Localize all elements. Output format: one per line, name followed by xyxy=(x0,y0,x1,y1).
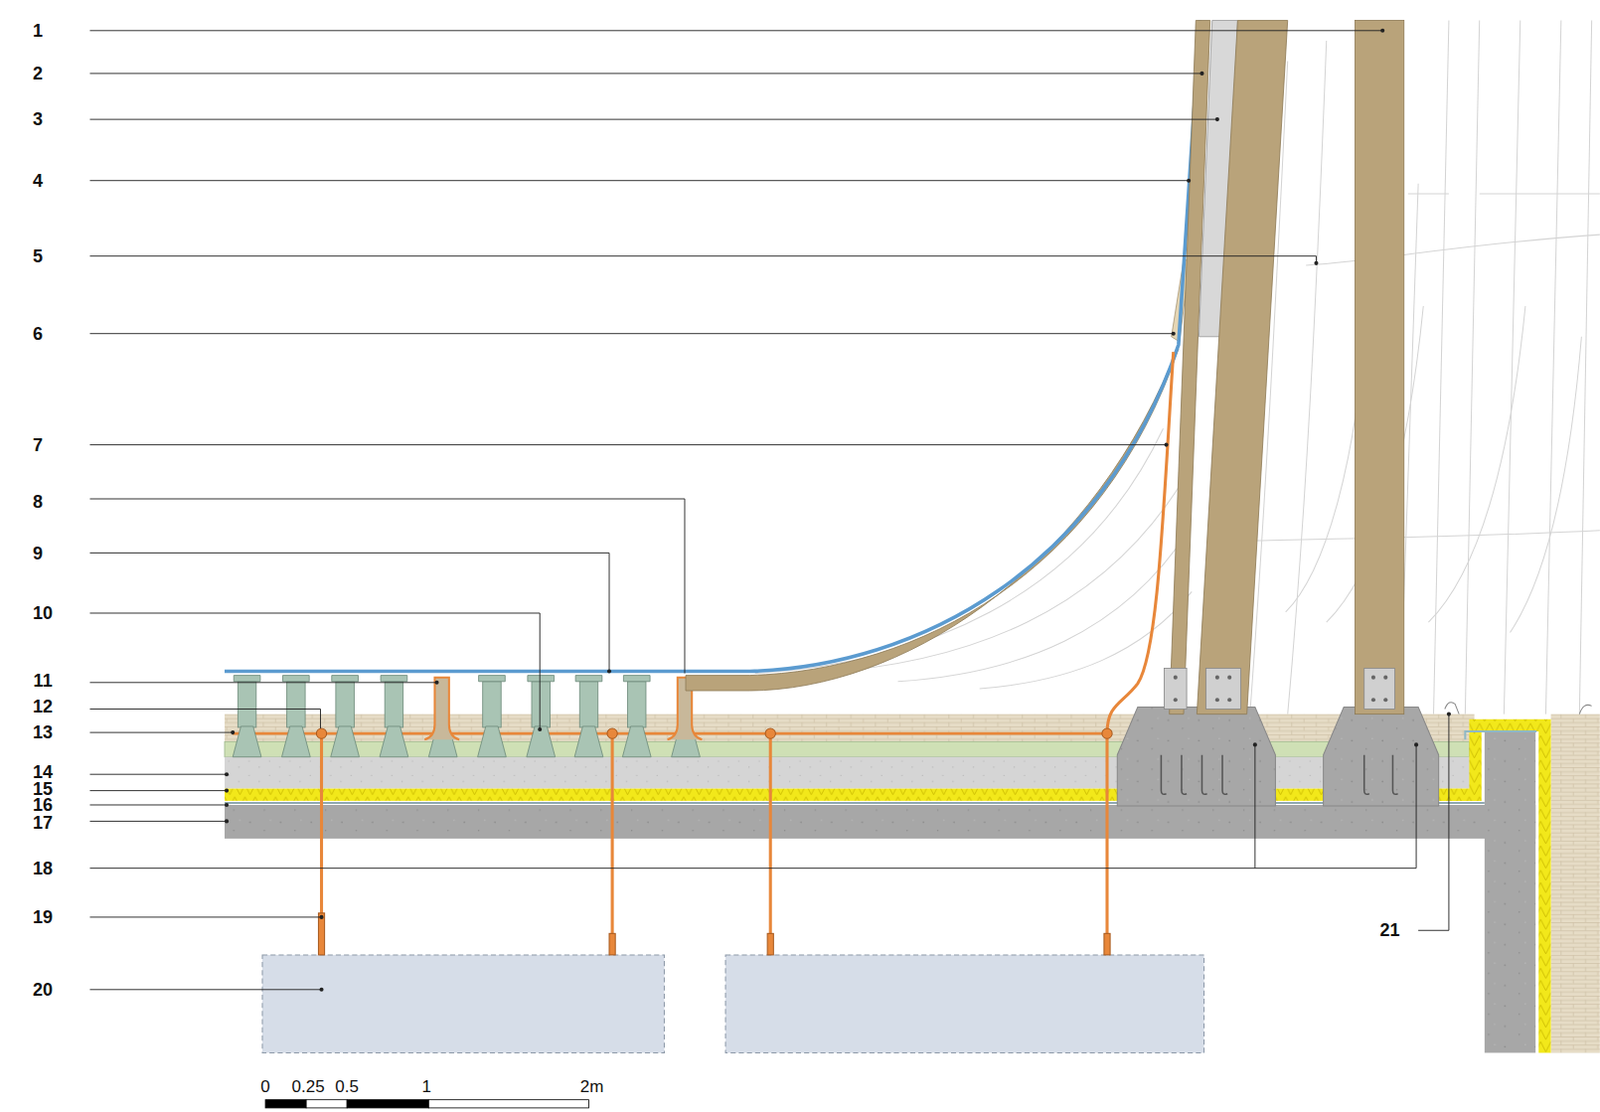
ground xyxy=(1551,714,1600,1054)
footing xyxy=(1323,706,1440,806)
callout-number: 1 xyxy=(32,21,43,40)
callout-number: 15 xyxy=(32,780,53,799)
foundation-block xyxy=(262,955,664,1054)
callout-number: 8 xyxy=(32,492,43,511)
pedestals xyxy=(232,675,702,758)
scale-label: 0.5 xyxy=(334,1078,359,1096)
leader-lines xyxy=(89,30,1448,990)
callout-number: 9 xyxy=(32,544,43,563)
callout-number: 3 xyxy=(32,110,43,129)
insulation xyxy=(1439,719,1552,1054)
callout-number: 20 xyxy=(32,980,53,999)
paving-layer xyxy=(224,714,1475,743)
green-layer xyxy=(224,741,1469,757)
callout-number: 13 xyxy=(32,723,53,742)
screed xyxy=(224,757,1475,790)
scale-label: 1 xyxy=(421,1078,431,1096)
shell-edge xyxy=(685,348,1179,691)
callout-number: 16 xyxy=(32,796,53,814)
callout-number: 14 xyxy=(32,763,53,782)
callout-number: 2 xyxy=(32,64,43,83)
callout-number: 4 xyxy=(32,171,43,190)
callout-number: 7 xyxy=(32,436,43,455)
timber-column xyxy=(1354,20,1404,715)
deck-surface xyxy=(224,20,1200,672)
callout-number: 10 xyxy=(32,604,53,623)
callout-number: 19 xyxy=(32,908,53,927)
scale-bar xyxy=(265,1100,589,1109)
callout-number: 6 xyxy=(32,324,43,343)
callout-number: 5 xyxy=(32,247,43,266)
membrane xyxy=(224,801,1485,804)
callout-number: 11 xyxy=(33,671,53,690)
scale-label: 0.25 xyxy=(292,1078,325,1096)
timber-column xyxy=(1196,20,1287,715)
callout-number: 21 xyxy=(1379,921,1400,940)
scale-label: 0 xyxy=(260,1078,270,1096)
footing xyxy=(1117,706,1276,806)
anchor-cables xyxy=(321,351,1174,956)
foundation-block xyxy=(725,955,1204,1054)
scale-label: 2m xyxy=(580,1078,605,1096)
concrete-wall xyxy=(1484,729,1536,1053)
shell-ribs xyxy=(755,20,1600,715)
concrete-slab xyxy=(224,804,1536,839)
callout-number: 12 xyxy=(32,697,53,716)
callout-number: 18 xyxy=(32,859,53,878)
callout-number: 17 xyxy=(32,813,53,832)
